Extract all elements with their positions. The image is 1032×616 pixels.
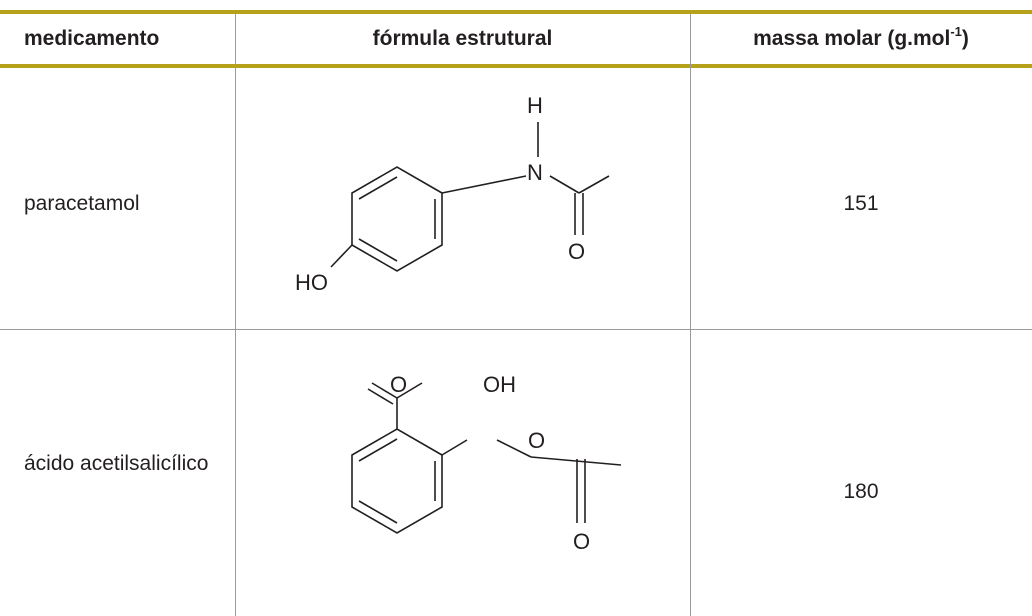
paracetamol-ring: [351, 166, 443, 272]
header-massa-close: ): [961, 27, 969, 50]
aspirin-double-bond-3: [358, 500, 398, 524]
column-divider-1: [235, 14, 236, 616]
row-1-medicamento: paracetamol: [24, 192, 140, 215]
aspirin-carbonyl-2: [367, 388, 394, 405]
header-massa-sup: -1: [950, 23, 962, 39]
row-2-massa: 180: [843, 480, 879, 503]
header-rule: [0, 64, 1032, 68]
paracetamol-atom-h: H: [527, 93, 543, 118]
paracetamol-bond-ring-n: [441, 175, 527, 194]
aspirin-double-bond-1: [358, 438, 398, 462]
paracetamol-bond-methyl: [578, 175, 610, 194]
aspirin-bond-methyl: [530, 456, 622, 466]
top-rule: [0, 10, 1032, 14]
aspirin-atom-o-ester-carbonyl: O: [573, 529, 590, 554]
header-massa-molar: massa molar (g.mol-1): [690, 14, 1032, 64]
paracetamol-double-bond-1: [358, 176, 398, 200]
row-1-massa: 151: [843, 192, 879, 215]
paracetamol-double-bond-3: [358, 238, 398, 262]
aspirin-bond-o-c: [496, 439, 532, 458]
paracetamol-atom-ho: HO: [295, 270, 328, 295]
column-divider-2: [690, 14, 691, 616]
paracetamol-bond-n-c: [549, 175, 580, 194]
aspirin-atom-oh: OH: [483, 372, 516, 397]
paracetamol-atom-o: O: [568, 239, 585, 264]
structural-formulas: H N O HO O OH O O: [295, 93, 622, 554]
header-massa-text: massa molar (g.mol: [753, 27, 951, 50]
aspirin-ring: [351, 428, 443, 534]
paracetamol-atom-n: N: [527, 160, 543, 185]
row-divider: [0, 329, 1032, 330]
aspirin-structure: O OH O O: [351, 372, 622, 554]
header-medicamento: medicamento: [24, 27, 160, 50]
aspirin-atom-o-ester: O: [528, 428, 545, 453]
row-2-medicamento: ácido acetilsalicílico: [24, 452, 209, 475]
aspirin-atom-o-carbonyl: O: [390, 372, 407, 397]
paracetamol-bond-oh: [330, 244, 353, 268]
aspirin-bond-ring-o: [441, 439, 468, 456]
aspirin-bond-c-oh: [396, 382, 423, 399]
header-formula: fórmula estrutural: [372, 27, 553, 50]
paracetamol-structure: H N O HO: [295, 93, 610, 295]
aspirin-carbonyl-1: [371, 382, 398, 399]
